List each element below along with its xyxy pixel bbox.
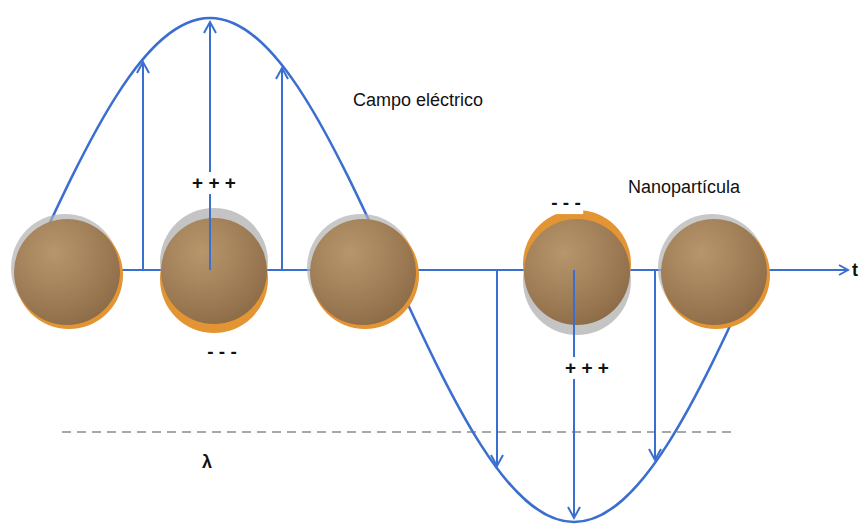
field-wave [28,18,756,522]
charge-sign: + + + [563,357,611,379]
axis-label: t [850,260,860,281]
field-arrows [137,62,661,466]
particle-label: Nanopartícula [626,177,742,198]
nanoparticle [523,210,631,335]
wavelength-label: λ [200,452,214,473]
nanoparticle [307,214,419,329]
charge-sign: - - - [205,341,239,363]
field-arrows [204,22,580,518]
nanoparticle [658,214,770,329]
field-label: Campo eléctrico [351,90,485,111]
nanoparticle [11,214,123,329]
charge-sign: - - - [549,192,583,214]
wavelength-line [62,431,735,433]
charge-sign: + + + [190,172,238,194]
nanoparticle [160,208,268,333]
